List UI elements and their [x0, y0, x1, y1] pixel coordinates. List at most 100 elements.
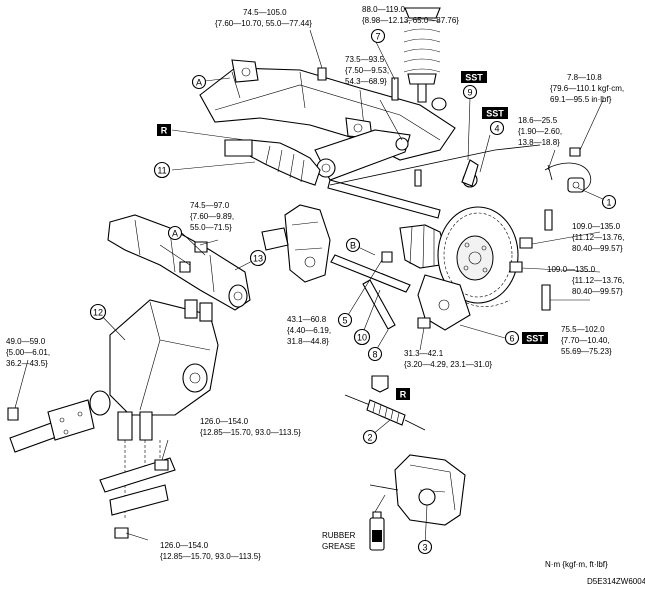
svg-text:9: 9 [467, 88, 472, 98]
svg-text:43.1—60.8: 43.1—60.8 [287, 315, 327, 324]
bolts [7, 67, 581, 539]
svg-text:{7.70—10.40,: {7.70—10.40, [561, 336, 609, 345]
torque-spec-t11: 49.0—59.0 {5.00—6.01, 36.2—43.5} [6, 337, 50, 368]
svg-text:11: 11 [157, 166, 166, 176]
svg-text:18.6—25.5: 18.6—25.5 [518, 116, 558, 125]
svg-text:{8.98—12.13, 65.0—87.76}: {8.98—12.13, 65.0—87.76} [362, 16, 459, 25]
svg-text:2: 2 [367, 433, 372, 443]
svg-text:A: A [196, 78, 202, 88]
callout-6: 6 [504, 330, 520, 346]
svg-text:{7.60—10.70, 55.0—77.44}: {7.60—10.70, 55.0—77.44} [215, 19, 312, 28]
callout-3: 3 [417, 539, 433, 555]
svg-text:A: A [172, 229, 178, 239]
svg-text:73.5—93.5: 73.5—93.5 [345, 55, 385, 64]
callout-5: 5 [337, 312, 353, 328]
svg-text:R: R [161, 126, 168, 136]
stabilizer-bar [329, 144, 541, 188]
svg-text:126.0—154.0: 126.0—154.0 [160, 541, 209, 550]
svg-text:{11.12—13.76,: {11.12—13.76, [572, 276, 624, 285]
svg-text:80.40—99.57}: 80.40—99.57} [572, 287, 623, 296]
svg-text:54.3—68.9}: 54.3—68.9} [345, 77, 387, 86]
sst-tag-knuckle: SST [522, 332, 548, 344]
torque-spec-t14: 126.0—154.0 {12.85—15.70, 93.0—113.5} [160, 541, 261, 561]
svg-text:6: 6 [509, 334, 514, 344]
svg-text:49.0—59.0: 49.0—59.0 [6, 337, 46, 346]
abs-wheel-sensor [544, 162, 592, 193]
svg-text:{7.50—9.53,: {7.50—9.53, [345, 66, 389, 75]
svg-text:{11.12—13.76,: {11.12—13.76, [572, 233, 624, 242]
lateral-links [327, 179, 441, 330]
rubber-grease-tube [369, 511, 385, 551]
torque-spec-t2: 88.0—119.0 {8.98—12.13, 65.0—87.76} [362, 5, 459, 25]
marker-a-upper: A [191, 74, 207, 90]
torque-spec-t10: 75.5—102.0 {7.70—10.40, 55.69—75.23} [561, 325, 612, 356]
lower-mount-studs [99, 440, 176, 520]
callout-7: 7 [370, 28, 386, 44]
brake-hose [344, 375, 426, 431]
svg-text:{1.90—2.60,: {1.90—2.60, [518, 127, 562, 136]
svg-text:74.5—97.0: 74.5—97.0 [190, 201, 230, 210]
callout-1: 1 [601, 194, 617, 210]
rubber-grease-label: RUBBER GREASE [322, 531, 356, 551]
svg-text:31.3—42.1: 31.3—42.1 [404, 349, 444, 358]
rear-knuckle [417, 274, 471, 331]
sst-tag-link: SST [482, 107, 508, 119]
callout-8: 8 [367, 346, 383, 362]
differential-mount-member [107, 214, 251, 311]
svg-text:5: 5 [342, 316, 347, 326]
svg-text:1: 1 [606, 198, 611, 208]
svg-text:B: B [350, 241, 356, 251]
callout-4: 4 [489, 120, 505, 136]
marker-b: B [345, 237, 361, 253]
svg-text:RUBBER: RUBBER [322, 531, 356, 540]
svg-text:{5.00—6.01,: {5.00—6.01, [6, 348, 50, 357]
svg-text:80.40—99.57}: 80.40—99.57} [572, 244, 623, 253]
svg-text:GREASE: GREASE [322, 542, 355, 551]
torque-spec-t12: 31.3—42.1 {3.20—4.29, 23.1—31.0} [404, 349, 492, 369]
callout-11: 11 [153, 161, 171, 179]
svg-text:{7.60—9.89,: {7.60—9.89, [190, 212, 234, 221]
svg-text:{12.85—15.70, 93.0—113.5}: {12.85—15.70, 93.0—113.5} [200, 428, 301, 437]
torque-spec-t4: 7.8—10.8 {79.6—110.1 kgf·cm, 69.1—95.5 i… [550, 73, 624, 104]
svg-text:3: 3 [422, 543, 427, 553]
units-note: N·m {kgf·m, ft·lbf} [545, 560, 608, 569]
propeller-shaft [9, 399, 95, 453]
torque-spec-t8: 109.0—135.0 {11.12—13.76, 80.40—99.57} [547, 265, 624, 296]
svg-text:69.1—95.5 in·lbf}: 69.1—95.5 in·lbf} [550, 95, 612, 104]
svg-text:88.0—119.0: 88.0—119.0 [362, 5, 406, 14]
brake-caliper [369, 454, 466, 526]
torque-spec-t5: 18.6—25.5 {1.90—2.60, 13.8—18.8} [518, 116, 562, 147]
svg-text:55.0—71.5}: 55.0—71.5} [190, 223, 232, 232]
svg-text:13.8—18.8}: 13.8—18.8} [518, 138, 560, 147]
callout-10: 10 [353, 328, 371, 346]
callout-9: 9 [462, 84, 478, 100]
left-driveshaft-boot [224, 139, 321, 186]
torque-spec-t7: 109.0—135.0 {11.12—13.76, 80.40—99.57} [572, 222, 624, 253]
shock-absorber-spring [403, 7, 447, 111]
svg-text:SST: SST [486, 109, 504, 119]
right-driveshaft-boot [399, 224, 446, 269]
sst-tag-shock: SST [461, 71, 487, 83]
torque-spec-t3: 73.5—93.5 {7.50—9.53, 54.3—68.9} [345, 55, 389, 86]
torque-spec-t13: 126.0—154.0 {12.85—15.70, 93.0—113.5} [200, 417, 301, 437]
svg-text:31.8—44.8}: 31.8—44.8} [287, 337, 329, 346]
svg-text:126.0—154.0: 126.0—154.0 [200, 417, 249, 426]
svg-text:7: 7 [375, 32, 380, 42]
figure-code: D5E314ZW6004 [587, 577, 645, 586]
svg-text:109.0—135.0: 109.0—135.0 [572, 222, 621, 231]
r-tag-boot: R [157, 124, 171, 136]
svg-text:74.5—105.0: 74.5—105.0 [243, 8, 287, 17]
torque-spec-t9: 43.1—60.8 {4.40—6.19, 31.8—44.8} [287, 315, 331, 346]
svg-text:SST: SST [465, 73, 483, 83]
marker-a-lower: A [167, 225, 183, 241]
leader-lines [14, 29, 606, 546]
svg-text:{4.40—6.19,: {4.40—6.19, [287, 326, 331, 335]
r-tag-hose: R [396, 388, 410, 400]
svg-text:R: R [400, 390, 407, 400]
svg-text:8: 8 [372, 350, 377, 360]
svg-text:12: 12 [93, 308, 103, 318]
torque-spec-t6: 74.5—97.0 {7.60—9.89, 55.0—71.5} [190, 201, 234, 232]
svg-text:13: 13 [253, 254, 263, 264]
callout-12: 12 [89, 303, 107, 321]
